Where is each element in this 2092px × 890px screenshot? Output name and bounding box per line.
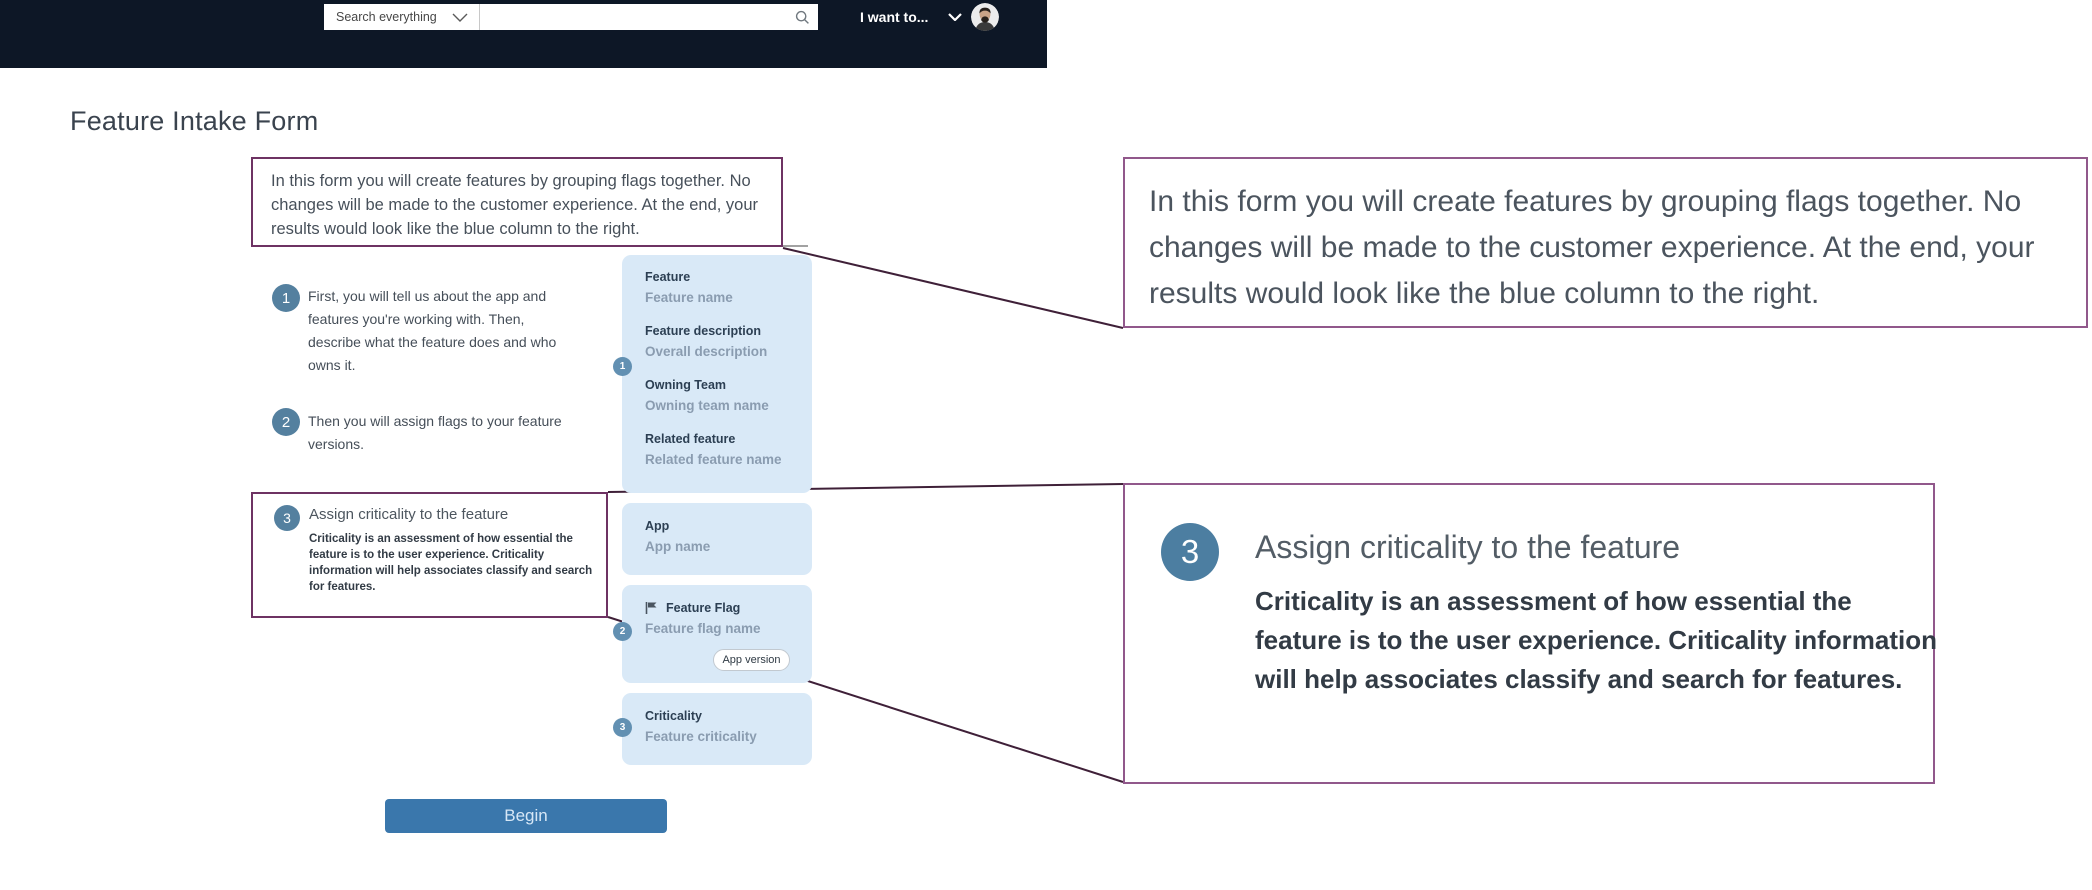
field-label: App: [645, 519, 670, 533]
search-scope-label: Search everything: [336, 10, 437, 24]
app-version-pill: App version: [713, 649, 790, 671]
field-value: App name: [645, 539, 711, 554]
step-3-callout-box: 3 Assign criticality to the feature Crit…: [251, 492, 608, 618]
intro-zoom-text: In this form you will create features by…: [1149, 185, 2035, 310]
preview-step-badge-1: 1: [613, 357, 632, 376]
avatar[interactable]: [971, 3, 999, 31]
field-value: Feature name: [645, 290, 733, 305]
field-owning-team: Owning Team Owning team name: [645, 378, 798, 413]
field-label: Feature: [645, 270, 691, 284]
field-criticality: Criticality Feature criticality: [645, 709, 798, 744]
field-feature-flag: Feature Flag: [645, 601, 798, 615]
field-feature: Feature Feature name: [645, 270, 798, 305]
field-related-feature: Related feature Related feature name: [645, 432, 798, 467]
field-app: App App name: [645, 519, 798, 554]
search-input[interactable]: [480, 4, 786, 30]
search-icon: [795, 10, 810, 25]
field-label: Criticality: [645, 709, 702, 723]
field-label: Owning Team: [645, 378, 727, 392]
intro-zoom-callout: In this form you will create features by…: [1123, 157, 2088, 328]
step-2-text: Then you will assign flags to your featu…: [308, 413, 562, 452]
field-feature-description: Feature description Overall description: [645, 324, 798, 359]
step-3-zoom-callout: 3 Assign criticality to the feature Crit…: [1123, 483, 1937, 784]
feature-preview-card: 1 Feature Feature name Feature descripti…: [613, 255, 812, 493]
i-want-to-label: I want to...: [860, 9, 929, 25]
top-nav-bar: Search everything I want to...: [0, 0, 1047, 68]
step-3-zoom-description: Criticality is an assessment of how esse…: [1255, 586, 1937, 694]
result-preview-column: 1 Feature Feature name Feature descripti…: [613, 255, 812, 775]
global-search-bar: Search everything: [324, 4, 818, 30]
step-1-number: 1: [272, 284, 300, 312]
step-3-zoom-title: Assign criticality to the feature: [1255, 529, 1681, 565]
field-value: Overall description: [645, 344, 768, 359]
search-scope-dropdown[interactable]: Search everything: [324, 4, 480, 30]
preview-step-badge-3: 3: [613, 718, 632, 737]
step-3-title: Assign criticality to the feature: [309, 506, 509, 523]
field-value: Feature flag name: [645, 621, 761, 636]
intro-callout-box: In this form you will create features by…: [251, 157, 783, 247]
begin-button[interactable]: Begin: [385, 799, 667, 833]
chevron-down-icon: [452, 13, 468, 22]
page-title: Feature Intake Form: [70, 106, 319, 136]
feature-flag-preview-card: 2 Feature Flag Feature flag name App ver…: [613, 585, 812, 683]
i-want-to-menu[interactable]: I want to...: [860, 6, 963, 28]
preview-step-badge-2: 2: [613, 622, 632, 641]
criticality-preview-card: 3 Criticality Feature criticality: [613, 693, 812, 765]
step-3-description: Criticality is an assessment of how esse…: [309, 533, 593, 593]
field-value: Owning team name: [645, 398, 769, 413]
field-value: Related feature name: [645, 452, 782, 467]
chevron-down-icon: [948, 13, 963, 21]
search-button[interactable]: [786, 4, 818, 30]
field-label: Feature description: [645, 324, 761, 338]
intro-text: In this form you will create features by…: [271, 172, 759, 238]
step-1-text: First, you will tell us about the app an…: [308, 288, 557, 373]
field-label: Related feature: [645, 432, 736, 446]
field-value: Feature criticality: [645, 729, 757, 744]
flag-icon: [645, 601, 658, 615]
step-3-zoom-number: 3: [1161, 523, 1219, 581]
app-preview-card: App App name: [622, 503, 812, 575]
step-3-number: 3: [274, 505, 300, 531]
step-2-number: 2: [272, 408, 300, 436]
field-label: Feature Flag: [666, 601, 741, 615]
